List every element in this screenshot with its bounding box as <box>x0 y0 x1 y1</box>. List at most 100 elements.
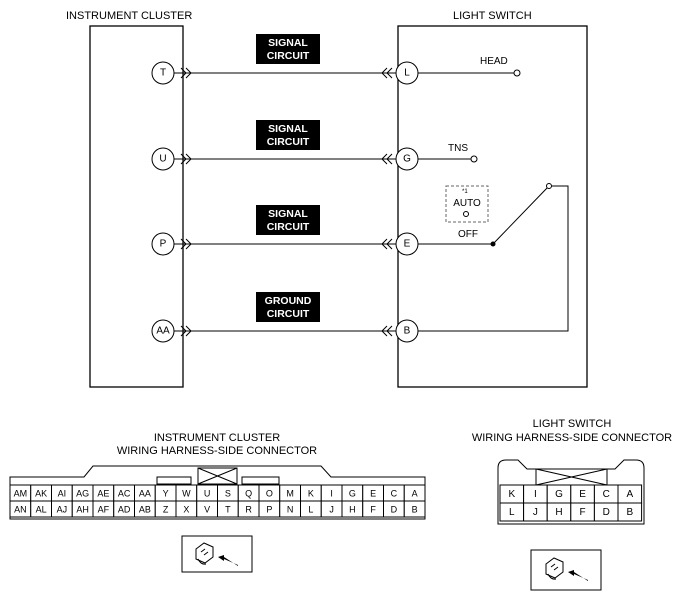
connector-mark <box>381 325 393 337</box>
arrow-icon <box>218 555 238 566</box>
connector-pin-label: AA <box>139 489 151 499</box>
connector-mark <box>381 67 393 79</box>
connector-pin-label: Q <box>245 489 252 499</box>
switch-arm-contact <box>546 183 552 189</box>
connector-pin-label: Y <box>163 489 169 499</box>
view-frame <box>530 549 602 591</box>
connector-pin-label: X <box>183 505 189 515</box>
instrument-cluster-title: INSTRUMENT CLUSTER <box>66 10 192 22</box>
connector-cell <box>403 500 426 518</box>
connector-pin-label: H <box>349 505 356 515</box>
light-switch-title: LIGHT SWITCH <box>453 10 532 22</box>
plug-shape <box>545 557 564 579</box>
auto-label: AUTO <box>453 198 481 209</box>
ic-connector-tab <box>156 476 192 485</box>
ic-connector-title-line1: INSTRUMENT CLUSTER <box>154 432 280 444</box>
connector-pin-label: T <box>225 505 231 515</box>
connector-pin-label: Z <box>163 505 169 515</box>
connector-pin-label: H <box>555 507 562 518</box>
connector-pin-label: G <box>555 489 563 500</box>
connector-pin-label: C <box>391 489 398 499</box>
connector-pin-label: K <box>508 489 515 500</box>
connector-pin-label: E <box>579 489 586 500</box>
tns-contact <box>470 155 478 163</box>
ls-connector-key-cross <box>535 468 608 486</box>
circuit-aa-b: AA B GROUND CIRCUIT <box>151 292 419 343</box>
off-label: OFF <box>458 229 478 240</box>
tns-label: TNS <box>448 143 468 154</box>
connector-pin-label: B <box>626 507 633 518</box>
ic-connector-housing <box>9 465 426 520</box>
connector-mark <box>180 238 192 250</box>
connector-mark <box>381 238 393 250</box>
connector-pin-label: I <box>534 489 537 500</box>
connector-pin-label: D <box>603 507 610 518</box>
terminal-g-label: G <box>403 154 411 165</box>
connector-pin-label: K <box>308 489 314 499</box>
terminal-u-label: U <box>159 154 166 165</box>
connector-mark <box>180 325 192 337</box>
circuit-u-g: U G SIGNAL CIRCUIT <box>151 120 419 171</box>
circuit-label-line1: SIGNAL <box>268 208 308 220</box>
connector-pin-label: C <box>603 489 610 500</box>
plug-shape <box>195 542 214 564</box>
circuit-label-line1: GROUND <box>265 295 312 307</box>
circuit-label-box <box>256 34 320 64</box>
circuit-label-line2: CIRCUIT <box>267 221 310 233</box>
circuit-label-line2: CIRCUIT <box>267 50 310 62</box>
auto-note: *1 <box>462 189 468 195</box>
circuit-label-box <box>256 205 320 235</box>
connector-pin-label: O <box>266 489 273 499</box>
circuit-label-line2: CIRCUIT <box>267 308 310 320</box>
view-frame <box>181 535 253 573</box>
connector-pin-label: L <box>509 507 515 518</box>
circuit-label-box <box>256 292 320 322</box>
connector-pin-label: S <box>225 489 231 499</box>
connector-pin-label: L <box>308 505 313 515</box>
terminal-b-label: B <box>404 326 411 337</box>
arrow-icon <box>568 570 588 581</box>
auto-contact <box>463 211 469 217</box>
connector-pin-label: F <box>370 505 376 515</box>
connector-pin-label: AH <box>76 505 89 515</box>
ic-connector-tab <box>241 476 280 485</box>
ls-connector-view-icon <box>530 549 602 591</box>
circuit-p-e: P E SIGNAL CIRCUIT <box>151 205 419 256</box>
connector-mark <box>180 67 192 79</box>
connector-pin-label: A <box>626 489 633 500</box>
ground-return-wire <box>418 185 569 332</box>
circuit-label-box <box>256 120 320 150</box>
circuit-label-line1: SIGNAL <box>268 37 308 49</box>
plug-wires <box>197 548 209 565</box>
connector-pin-label: U <box>204 489 211 499</box>
light-switch-connector: LIGHT SWITCH WIRING HARNESS-SIDE CONNECT… <box>472 418 672 525</box>
ls-connector-title-line1: LIGHT SWITCH <box>533 418 612 430</box>
connector-pin-label: G <box>349 489 356 499</box>
connector-pin-label: J <box>329 505 334 515</box>
ls-connector-title-line2: WIRING HARNESS-SIDE CONNECTOR <box>472 432 672 444</box>
circuit-label-line1: SIGNAL <box>268 123 308 135</box>
terminal-e-label: E <box>404 239 411 250</box>
connector-pin-label: J <box>533 507 538 518</box>
connector-pin-label: AE <box>97 489 109 499</box>
connector-pin-label: AC <box>118 489 131 499</box>
auto-option-box <box>445 185 489 223</box>
connector-pin-label: M <box>286 489 294 499</box>
connector-pin-label: AG <box>76 489 89 499</box>
connector-mark <box>381 153 393 165</box>
connector-pin-label: P <box>266 505 272 515</box>
terminal-p-label: P <box>160 239 167 250</box>
connector-pin-label: I <box>330 489 333 499</box>
connector-pin-label: A <box>412 489 418 499</box>
connector-pin-label: AM <box>14 489 28 499</box>
connector-pin-label: AD <box>118 505 131 515</box>
connector-pin-label: W <box>182 489 191 499</box>
terminal-t-label: T <box>160 68 166 79</box>
connector-pin-label: AJ <box>57 505 68 515</box>
connector-pin-label: AL <box>36 505 47 515</box>
connector-pin-label: B <box>412 505 418 515</box>
ls-connector-housing <box>497 459 645 525</box>
light-switch-internals: HEAD TNS *1 AUTO OFF <box>418 56 569 332</box>
ic-connector-title-line2: WIRING HARNESS-SIDE CONNECTOR <box>117 445 317 457</box>
